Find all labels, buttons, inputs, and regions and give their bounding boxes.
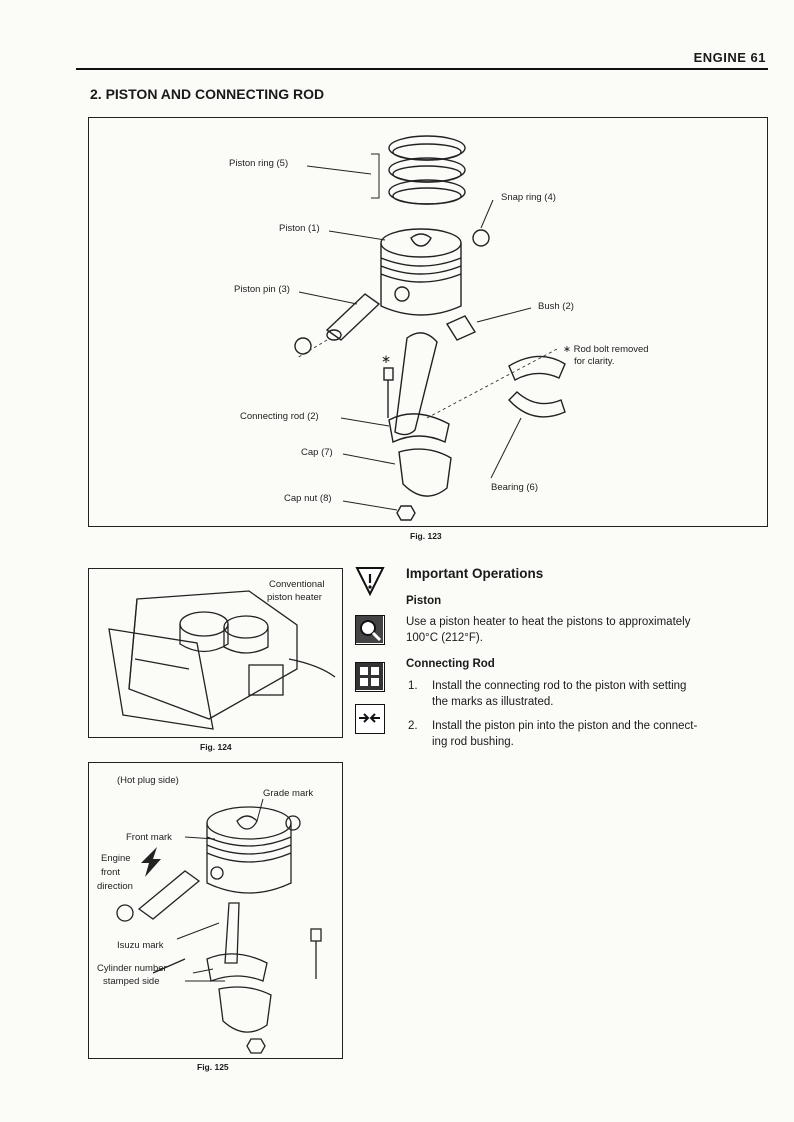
label-cylinder-1: Cylinder number — [97, 963, 167, 974]
label-asterisk: ∗ — [381, 352, 392, 366]
piston-heater-drawing — [108, 590, 336, 730]
inspect-magnifier-icon — [355, 615, 385, 645]
step-1-text-a: Install the connecting rod to the piston… — [432, 680, 687, 692]
assembly-grid-icon — [355, 662, 385, 692]
label-piston: Piston (1) — [279, 223, 320, 234]
press-fit-arrows-icon — [355, 704, 385, 734]
header-rule — [76, 68, 768, 70]
label-grade-mark: Grade mark — [263, 788, 314, 799]
step-2-number: 2. — [408, 720, 418, 732]
label-bearing: Bearing (6) — [491, 482, 538, 493]
label-heater-2: piston heater — [267, 592, 322, 603]
step-1-number: 1. — [408, 680, 418, 692]
label-bush: Bush (2) — [538, 301, 574, 312]
important-operations-heading: Important Operations — [406, 566, 544, 581]
label-hot-plug: (Hot plug side) — [117, 775, 179, 786]
label-front-mark: Front mark — [126, 832, 172, 843]
figure-125: (Hot plug side) Grade mark Front mark En… — [88, 762, 343, 1059]
piston-text-2: 100°C (212°F). — [406, 632, 483, 644]
label-engine-3: direction — [97, 881, 133, 892]
figure-124: Conventional piston heater — [88, 568, 343, 738]
label-engine-2: front — [101, 867, 121, 878]
label-piston-ring: Piston ring (5) — [229, 158, 289, 169]
front-direction-arrow-icon — [141, 847, 161, 877]
step-2-text-a: Install the piston pin into the piston a… — [432, 720, 698, 732]
label-snap-ring: Snap ring (4) — [501, 192, 556, 203]
figure-123: Piston ring (5) Snap ring (4) Piston (1)… — [88, 117, 768, 527]
label-cylinder-2: stamped side — [103, 976, 160, 987]
label-cap-nut: Cap nut (8) — [284, 493, 332, 504]
label-connecting-rod: Connecting rod (2) — [240, 411, 319, 422]
label-rod-bolt-note-2: for clarity. — [574, 356, 615, 367]
piston-heading: Piston — [406, 595, 442, 607]
step-1-text-b: the marks as illustrated. — [432, 696, 554, 708]
figure-125-caption: Fig. 125 — [197, 1062, 229, 1072]
step-2-text-b: ing rod bushing. — [432, 736, 514, 748]
exploded-piston-drawing — [294, 135, 566, 521]
label-heater-1: Conventional — [269, 579, 325, 590]
label-piston-pin: Piston pin (3) — [234, 284, 290, 295]
connecting-rod-heading: Connecting Rod — [406, 658, 495, 670]
figure-123-caption: Fig. 123 — [410, 531, 442, 541]
label-cap: Cap (7) — [301, 447, 333, 458]
label-isuzu-mark: Isuzu mark — [117, 940, 164, 951]
label-rod-bolt-note-1: ∗ Rod bolt removed — [563, 344, 649, 355]
caution-triangle-icon — [355, 566, 385, 597]
label-engine-1: Engine — [101, 853, 131, 864]
piston-rod-assembly-drawing — [116, 798, 322, 1054]
figure-124-caption: Fig. 124 — [200, 742, 232, 752]
page-header: ENGINE 61 — [693, 50, 766, 65]
piston-text-1: Use a piston heater to heat the pistons … — [406, 616, 691, 628]
section-title: 2. PISTON AND CONNECTING ROD — [90, 86, 325, 102]
